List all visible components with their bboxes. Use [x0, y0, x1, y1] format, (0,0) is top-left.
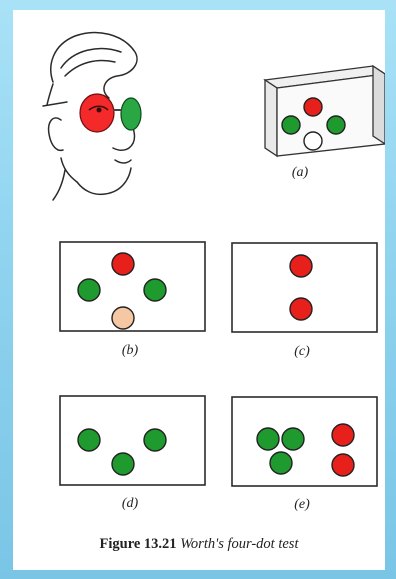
- panel-d-dot-green: [143, 428, 167, 452]
- panel-c-dots: [289, 254, 313, 321]
- page: (a) (b) (c) (d) (e) Figure 13.21 Worth's…: [13, 10, 385, 570]
- chin-line: [76, 167, 132, 196]
- face-outline: [50, 31, 138, 99]
- hair-line-1: [60, 47, 122, 69]
- panel-a-box: [263, 64, 385, 158]
- worth-four-dot-figure: [42, 31, 385, 487]
- jaw-line: [60, 157, 78, 183]
- panel-e-dot-green: [256, 427, 280, 451]
- panel-a-dot-green: [281, 115, 301, 135]
- hair-line-2: [64, 59, 116, 77]
- panel-e-dot-red: [331, 453, 355, 477]
- panel-a-dot-red: [303, 97, 323, 117]
- panel-a-dot-white: [303, 131, 323, 151]
- panel-c-dot-red: [289, 297, 313, 321]
- label-e: (e): [294, 497, 310, 512]
- neck-line: [52, 169, 66, 201]
- forehead-line: [46, 83, 54, 106]
- panel-a-dot-green: [326, 115, 346, 135]
- panel-c-dot-red: [289, 254, 313, 278]
- box-side: [372, 64, 385, 145]
- face-with-goggles: [42, 31, 138, 201]
- label-d: (d): [121, 496, 139, 511]
- panel-a-dots: [281, 97, 346, 151]
- caption-number: Figure 13.21: [99, 536, 177, 552]
- panel-e-dot-green: [269, 451, 293, 475]
- panel-e-dot-green: [281, 427, 305, 451]
- box-front: [264, 78, 278, 158]
- panel-e-frame: [231, 396, 378, 487]
- panel-d-dots: [77, 428, 167, 476]
- eye-mark: [88, 105, 109, 111]
- caption-text: Worth's four-dot test: [180, 536, 299, 552]
- red-lens: [79, 93, 115, 133]
- box-face: [276, 73, 385, 157]
- nose-line: [112, 121, 136, 152]
- panel-b-dot-green: [143, 278, 167, 302]
- panel-b-dot-red: [111, 252, 135, 276]
- panel-d-dot-green: [111, 452, 135, 476]
- mouth-line: [114, 159, 132, 164]
- panel-d-dot-green: [77, 428, 101, 452]
- figure-caption: Figure 13.21 Worth's four-dot test: [13, 536, 385, 553]
- label-b: (b): [121, 343, 139, 358]
- label-a: (a): [291, 165, 309, 180]
- label-c: (c): [294, 344, 310, 359]
- panel-b-dot-green: [77, 278, 101, 302]
- panel-e-dot-red: [331, 423, 355, 447]
- panel-b-dot-pale: [111, 306, 135, 330]
- green-lens: [120, 97, 142, 131]
- goggles: [79, 93, 142, 133]
- temple-line: [42, 101, 68, 107]
- panel-b-dots: [77, 252, 167, 330]
- ear-outline: [47, 117, 64, 152]
- panel-e-dots: [256, 423, 355, 477]
- pupil: [96, 107, 102, 113]
